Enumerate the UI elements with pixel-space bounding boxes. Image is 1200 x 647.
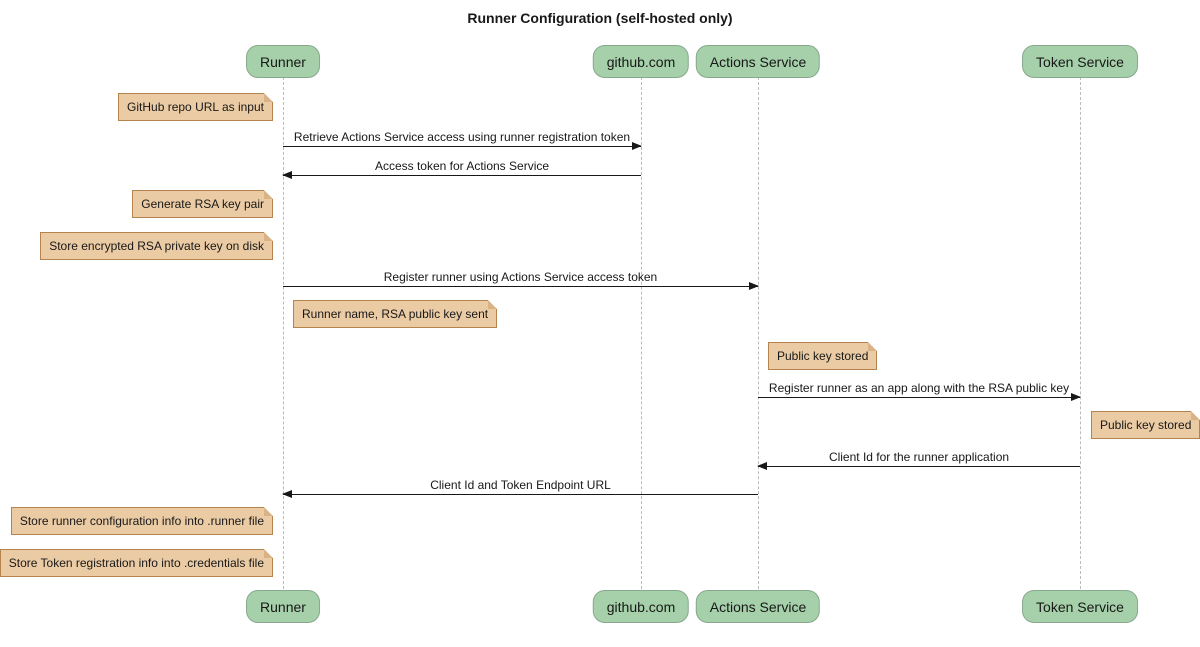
note-public-key-stored-token: Public key stored (1091, 411, 1200, 439)
message-label: Register runner using Actions Service ac… (383, 270, 658, 284)
note-store-private-key: Store encrypted RSA private key on disk (40, 232, 273, 260)
participant-github-com-bottom: github.com (592, 590, 690, 623)
message-label: Client Id for the runner application (828, 450, 1010, 464)
note-text: Runner name, RSA public key sent (302, 307, 489, 321)
participant-runner-bottom: Runner (246, 590, 320, 623)
arrowhead-right-icon (1071, 393, 1081, 401)
note-text: Store encrypted RSA private key on disk (49, 239, 264, 253)
arrowhead-left-icon (757, 462, 767, 470)
note-fold (264, 190, 273, 199)
note-runner-name-sent: Runner name, RSA public key sent (293, 300, 498, 328)
participant-actions-service-top: Actions Service (695, 45, 821, 78)
message-label: Register runner as an app along with the… (768, 381, 1070, 395)
message-label: Retrieve Actions Service access using ru… (293, 130, 631, 144)
note-repo-url: GitHub repo URL as input (118, 93, 273, 121)
arrowhead-left-icon (282, 490, 292, 498)
lifeline-github-com (641, 77, 642, 589)
note-text: Store Token registration info into .cred… (8, 556, 264, 570)
message-access-token: Access token for Actions Service (282, 159, 641, 179)
note-store-runner-file: Store runner configuration info into .ru… (10, 507, 273, 535)
message-label: Client Id and Token Endpoint URL (430, 478, 611, 492)
note-fold (264, 232, 273, 241)
note-fold (264, 507, 273, 516)
participant-runner-top: Runner (246, 45, 320, 78)
message-retrieve-access: Retrieve Actions Service access using ru… (283, 130, 642, 150)
diagram-title: Runner Configuration (self-hosted only) (467, 10, 733, 26)
message-register-runner: Register runner using Actions Service ac… (283, 270, 759, 290)
message-client-id: Client Id for the runner application (757, 450, 1080, 470)
message-label: Access token for Actions Service (374, 159, 550, 173)
message-arrow (757, 462, 1080, 470)
message-arrow (758, 393, 1081, 401)
message-arrow (283, 282, 759, 290)
message-register-app: Register runner as an app along with the… (758, 381, 1081, 401)
note-fold (264, 93, 273, 102)
lifeline-runner (283, 77, 284, 589)
participant-token-service-top: Token Service (1022, 45, 1138, 78)
arrowhead-right-icon (632, 142, 642, 150)
participant-token-service-bottom: Token Service (1022, 590, 1138, 623)
lifeline-token-service (1080, 77, 1081, 589)
note-store-credentials-file: Store Token registration info into .cred… (0, 549, 273, 577)
note-generate-rsa: Generate RSA key pair (132, 190, 273, 218)
note-fold (488, 300, 498, 309)
note-fold (1191, 411, 1200, 420)
note-text: Store runner configuration info into .ru… (19, 514, 264, 528)
note-fold (264, 549, 273, 558)
participant-github-com-top: github.com (592, 45, 690, 78)
arrowhead-right-icon (749, 282, 759, 290)
note-public-key-stored-actions: Public key stored (768, 342, 878, 370)
note-text: Public key stored (777, 349, 869, 363)
participant-actions-service-bottom: Actions Service (695, 590, 821, 623)
note-text: Public key stored (1100, 418, 1192, 432)
message-arrow (282, 171, 641, 179)
message-arrow (283, 142, 642, 150)
arrowhead-left-icon (282, 171, 292, 179)
lifeline-actions-service (758, 77, 759, 589)
note-text: Generate RSA key pair (141, 197, 264, 211)
message-client-id-endpoint: Client Id and Token Endpoint URL (282, 478, 758, 498)
note-fold (868, 342, 878, 351)
message-arrow (282, 490, 758, 498)
note-text: GitHub repo URL as input (127, 100, 264, 114)
